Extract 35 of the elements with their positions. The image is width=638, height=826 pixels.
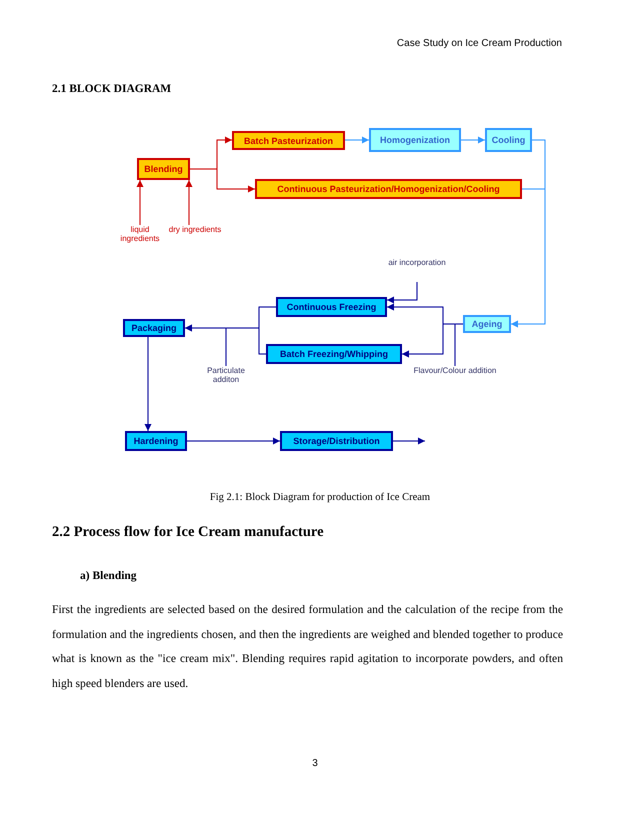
arrow (386, 282, 418, 304)
process-box: Storage/Distribution (280, 431, 393, 451)
process-box: Blending (137, 158, 190, 180)
process-box: Packaging (123, 319, 185, 337)
input-label: dry ingredients (168, 225, 222, 234)
input-label: Flavour/Colour addition (414, 366, 496, 375)
diagram-title: 2.1 BLOCK DIAGRAM (52, 83, 172, 95)
input-label: liquid ingredients (119, 225, 161, 243)
arrow (460, 136, 486, 144)
arrow (190, 168, 256, 192)
page-number: 3 (311, 758, 319, 769)
process-box: Continuous Freezing (276, 297, 387, 317)
process-box: Homogenization (369, 128, 461, 152)
input-label: Particulate additon (206, 366, 246, 384)
input-label: air incorporation (388, 258, 446, 267)
page-header: Case Study on Ice Cream Production (396, 38, 562, 49)
subsection-heading: a) Blending (80, 570, 138, 582)
arrow (402, 324, 456, 366)
arrow (344, 136, 370, 144)
process-box: Cooling (485, 128, 532, 152)
arrow (186, 180, 192, 226)
body-paragraph: First the ingredients are selected based on the desired formulation and the calculation of the recipe from the formulation and the ingredients chosen, and then the ingredients are weighed and blended together to produce what is known as the "ice cream mix". Blending requires rapid agitation to incorporate powders, and often high speed blenders are used. (52, 602, 563, 692)
arrow (184, 324, 226, 366)
arrow (186, 438, 280, 444)
process-box: Hardening (125, 431, 187, 451)
arrow (510, 188, 546, 328)
process-box: Ageing (463, 315, 511, 333)
arrow (136, 180, 144, 226)
process-box: Batch Freezing/Whipping (266, 344, 402, 364)
process-box: Continuous Pasteurization/Homogenization/Cooling (255, 179, 522, 199)
section-heading: 2.2 Process flow for Ice Cream manufacture (52, 524, 325, 541)
arrow (144, 336, 152, 432)
process-box: Batch Pasteurization (232, 131, 345, 150)
figure-caption: Fig 2.1: Block Diagram for production of Ice Cream (208, 492, 432, 503)
arrow (392, 438, 426, 444)
